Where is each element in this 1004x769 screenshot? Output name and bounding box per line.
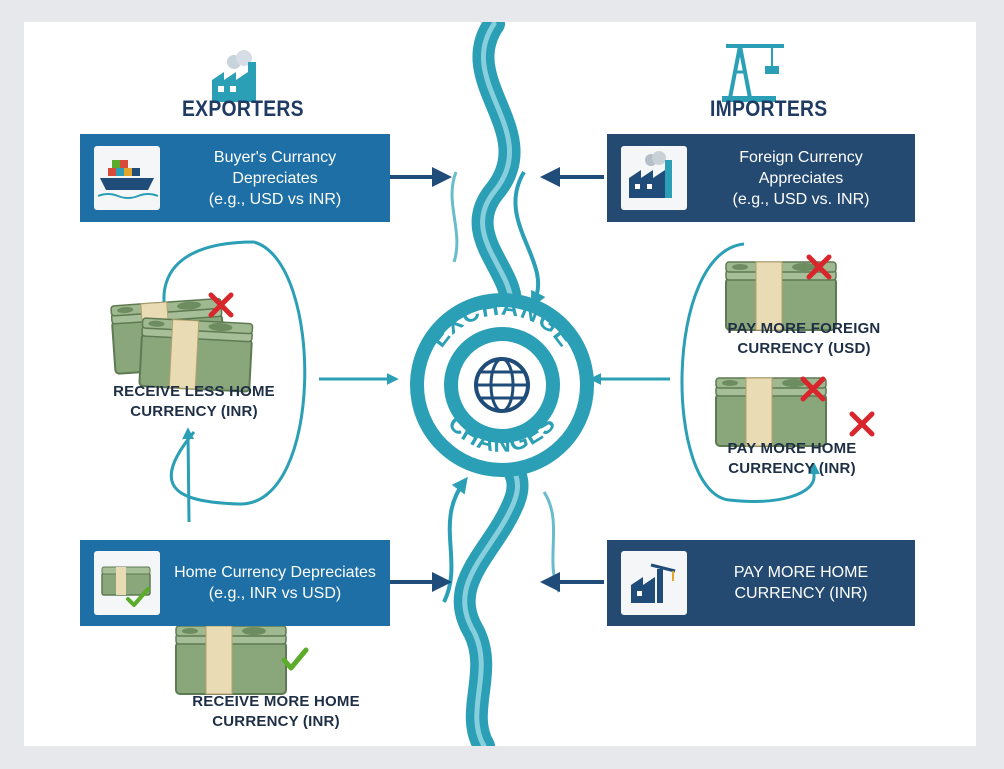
importers-bottom-box: PAY MORE HOME CURRENCY (INR) (607, 540, 915, 626)
exporters-middle-caption: RECEIVE LESS HOME CURRENCY (INR) (113, 383, 275, 420)
money-stack-more-icon (175, 625, 306, 695)
importers-top-box: Foreign Currency Appreciates (e.g., USD … (607, 134, 915, 222)
exporters-top-line1: Buyer's Currancy (213, 148, 337, 166)
exporters-bottom-caption: RECEIVE MORE HOME CURRENCY (INR) (192, 693, 360, 730)
importers-title: IMPORTERS (710, 96, 828, 121)
factory-icon (621, 146, 687, 210)
importers-loop (589, 242, 820, 503)
importers-top-line1: Foreign Currency (739, 148, 863, 166)
importers-caption-home: PAY MORE HOME CURRENCY (INR) (727, 440, 857, 477)
exporters-bottom-box: Home Currency Depreciates (e.g., INR vs … (80, 540, 390, 626)
diagram-art: EXCHANGE CHANGES (109, 22, 976, 746)
exporters-top-line2: Depreciates (232, 169, 318, 187)
exporters-title: EXPORTERS (182, 96, 304, 121)
factory-crane-icon (621, 551, 687, 615)
money-check-icon (94, 551, 160, 615)
globe-icon (474, 357, 530, 413)
exporters-top-box: Buyer's Currancy Depreciates (e.g., USD … (80, 134, 390, 222)
exporters-top-line3: (e.g., USD vs INR) (208, 190, 342, 208)
importers-bottom-line2: CURRENCY (INR) (734, 585, 868, 602)
exporters-bottom-line1: Home Currency Depreciates (174, 564, 376, 581)
exchange-circle (410, 293, 594, 477)
importers-top-line3: (e.g., USD vs. INR) (732, 190, 870, 208)
importers-top-line2: Appreciates (758, 169, 844, 187)
cargo-ship-icon (94, 146, 160, 210)
diagram-canvas: EXCHANGE CHANGES EXPORTERS IMPORTERS Buy… (24, 22, 976, 746)
importers-bottom-line1: PAY MORE HOME (733, 564, 869, 581)
importers-caption-foreign: PAY MORE FOREIGN CURRENCY (USD) (727, 320, 881, 357)
exporters-bottom-line2: (e.g., INR vs USD) (208, 585, 342, 602)
port-crane-icon (722, 44, 784, 102)
factory-icon (212, 50, 256, 102)
check-icon (284, 650, 306, 668)
money-stack-less-icon (109, 295, 254, 393)
money-stack-home-icon (715, 378, 872, 447)
cross-icon (852, 414, 872, 434)
